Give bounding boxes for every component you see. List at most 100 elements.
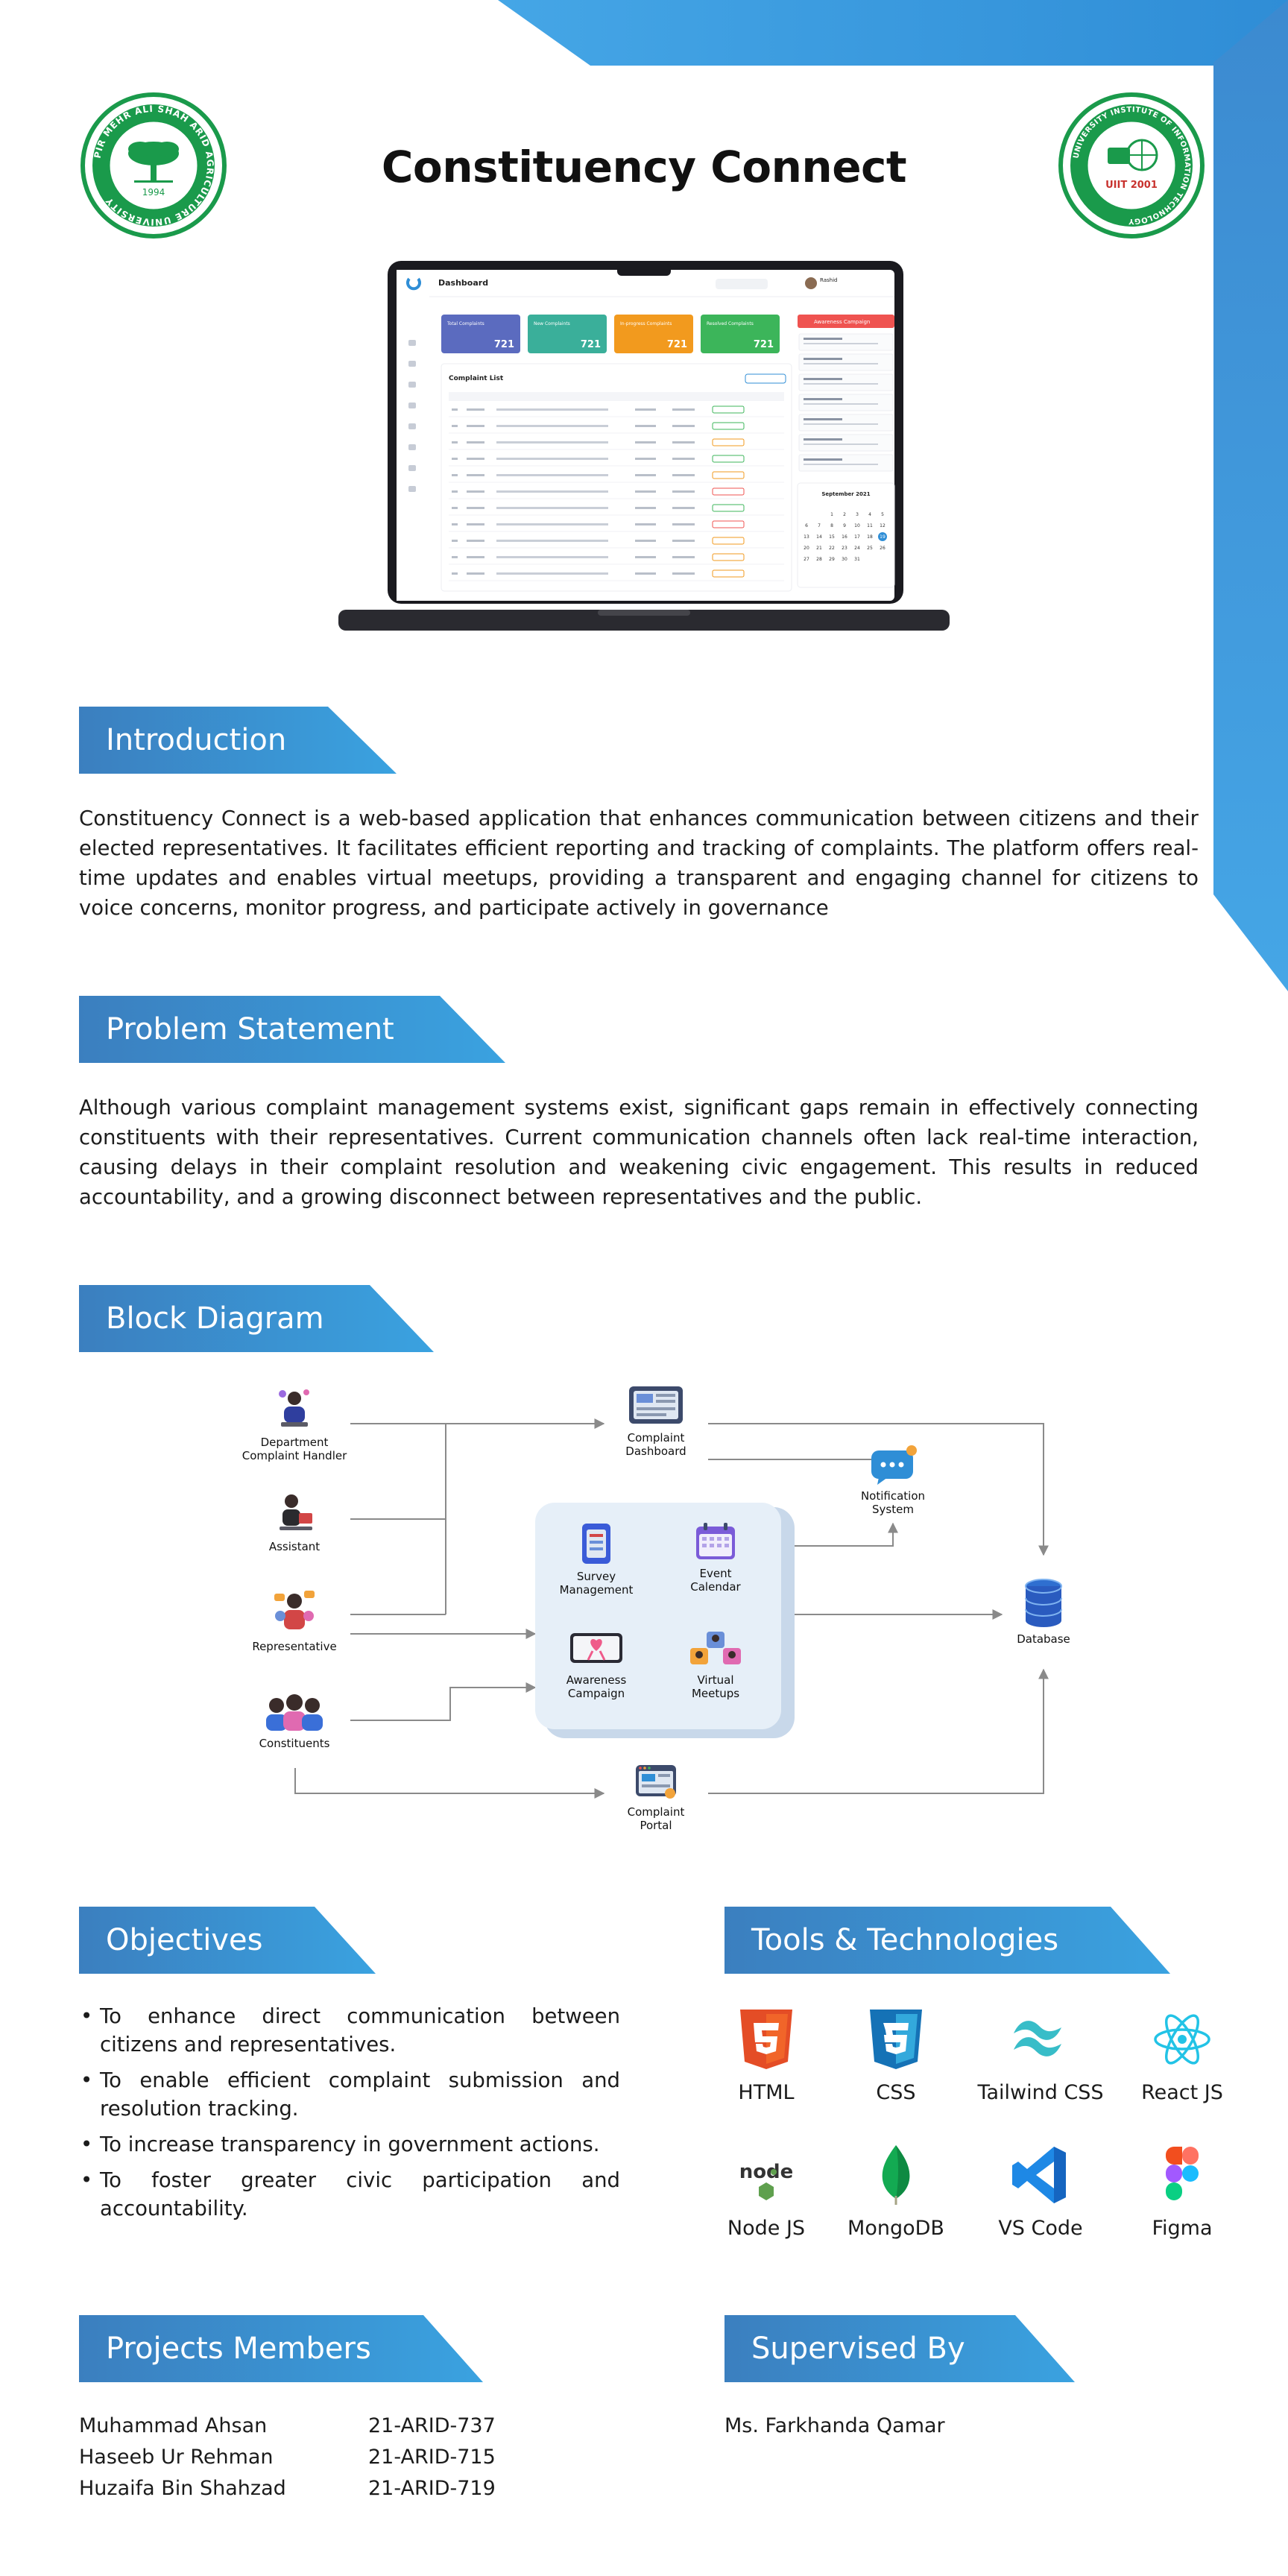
node-department-complaint-handler: Department Complaint Handler <box>216 1386 373 1462</box>
calendar-day: 5 <box>881 512 884 517</box>
html5-icon <box>740 2010 792 2069</box>
campaign-item-text <box>804 363 878 364</box>
representative-icon <box>274 1591 315 1629</box>
portal-icon <box>636 1765 676 1799</box>
tools-banner: Tools & Technologies <box>724 1907 1170 1974</box>
svg-text:In-progress Complaints: In-progress Complaints <box>620 321 672 326</box>
calendar-day: 3 <box>856 512 859 517</box>
tool-html: HTML <box>692 2008 841 2104</box>
svg-text:Awareness Campaign: Awareness Campaign <box>814 319 870 325</box>
member-name: Haseeb Ur Rehman <box>79 2446 274 2469</box>
status-badge <box>712 569 745 578</box>
calendar-day: 9 <box>843 523 846 528</box>
list-cell <box>467 556 484 558</box>
campaign-item-title <box>804 398 842 400</box>
objectives-heading: Objectives <box>106 1923 263 1957</box>
list-cell <box>467 474 484 476</box>
svg-text:UIIT 2001: UIIT 2001 <box>1105 180 1158 191</box>
problem-statement-heading: Problem Statement <box>106 1012 394 1046</box>
calendar-today <box>878 532 887 541</box>
campaign-item-title <box>804 438 842 441</box>
mongodb-leaf-icon <box>882 2145 910 2205</box>
list-cell <box>672 474 695 476</box>
supervisor-banner: Supervised By <box>724 2315 1075 2382</box>
calendar-day: 20 <box>804 546 809 551</box>
campaign-item <box>798 414 894 432</box>
campaign-item-text <box>804 343 878 344</box>
svg-text:1994: 1994 <box>142 187 165 198</box>
right-accent-shape <box>1213 0 1288 991</box>
list-cell <box>635 458 656 460</box>
objective-item: To enhance direct communication between … <box>79 2002 620 2059</box>
tool-node: node Node JS <box>692 2144 841 2240</box>
top-accent-shape <box>498 0 1288 66</box>
calendar-day: 28 <box>816 557 822 562</box>
calendar-day: 30 <box>842 557 847 562</box>
campaign-item-title <box>804 358 842 360</box>
campaign-item <box>798 434 894 452</box>
objectives-list: To enhance direct communication between … <box>79 2002 620 2230</box>
list-cell <box>635 474 656 476</box>
nodejs-icon: node <box>739 2161 793 2200</box>
list-cell <box>672 507 695 509</box>
list-cell <box>452 540 458 542</box>
list-cell <box>496 441 608 443</box>
list-cell <box>467 408 484 411</box>
vscode-icon <box>1012 2147 1066 2203</box>
list-cell <box>635 441 656 443</box>
svg-text:Dashboard: Dashboard <box>438 278 488 288</box>
list-cell <box>635 408 656 411</box>
svg-text:721: 721 <box>667 339 687 350</box>
dashboard-icon <box>629 1386 683 1424</box>
tool-tailwind: Tailwind CSS <box>966 2008 1115 2104</box>
list-cell <box>672 540 695 542</box>
members-list: Muhammad Ahsan 21-ARID-737 Haseeb Ur Reh… <box>79 2411 541 2504</box>
list-cell <box>672 408 695 411</box>
constituents-icon <box>266 1694 323 1731</box>
supervisor-heading: Supervised By <box>751 2332 965 2366</box>
list-cell <box>467 490 484 493</box>
notification-icon <box>871 1445 917 1485</box>
campaign-item-text <box>804 423 878 425</box>
objectives-banner: Objectives <box>79 1907 376 1974</box>
calendar-day: 11 <box>867 523 873 528</box>
problem-statement-banner: Problem Statement <box>79 996 505 1063</box>
tool-figma: Figma <box>1108 2144 1257 2240</box>
calendar-icon <box>696 1523 735 1559</box>
list-cell <box>467 441 484 443</box>
list-cell <box>672 441 695 443</box>
calendar-day: 22 <box>829 546 835 551</box>
campaign-item-title <box>804 418 842 420</box>
supervisor-name: Ms. Farkhanda Qamar <box>724 2414 945 2437</box>
node-constituents: Constituents <box>216 1692 373 1750</box>
campaign-item <box>798 394 894 411</box>
svg-text:Rashid: Rashid <box>820 277 837 283</box>
calendar-day: 1 <box>830 512 833 517</box>
svg-text:New Complaints: New Complaints <box>534 321 570 326</box>
objective-item: To enable efficient complaint submission… <box>79 2066 620 2123</box>
objective-item: To increase transparency in government a… <box>79 2130 620 2159</box>
calendar-day: 15 <box>829 534 835 540</box>
node-assistant: Assistant <box>216 1491 373 1553</box>
introduction-text: Constituency Connect is a web-based appl… <box>79 806 1199 920</box>
university-seal-left: PIR MEHR ALI SHAH ARID AGRICULTURE UNIVE… <box>80 92 227 239</box>
list-cell <box>496 474 608 476</box>
svg-text:Complaint List: Complaint List <box>449 375 504 382</box>
status-badge <box>712 438 745 446</box>
list-cell <box>635 556 656 558</box>
calendar-day: 14 <box>816 534 822 540</box>
list-cell <box>672 458 695 460</box>
calendar-day: 21 <box>816 546 822 551</box>
campaign-item-text <box>804 383 878 385</box>
list-cell <box>467 458 484 460</box>
node-event-calendar: Event Calendar <box>663 1521 768 1594</box>
block-diagram: Department Complaint Handler Assistant R… <box>216 1371 1070 1849</box>
introduction-banner: Introduction <box>79 707 397 774</box>
list-cell <box>452 441 458 443</box>
calendar-day: 13 <box>804 534 809 540</box>
list-cell <box>635 490 656 493</box>
